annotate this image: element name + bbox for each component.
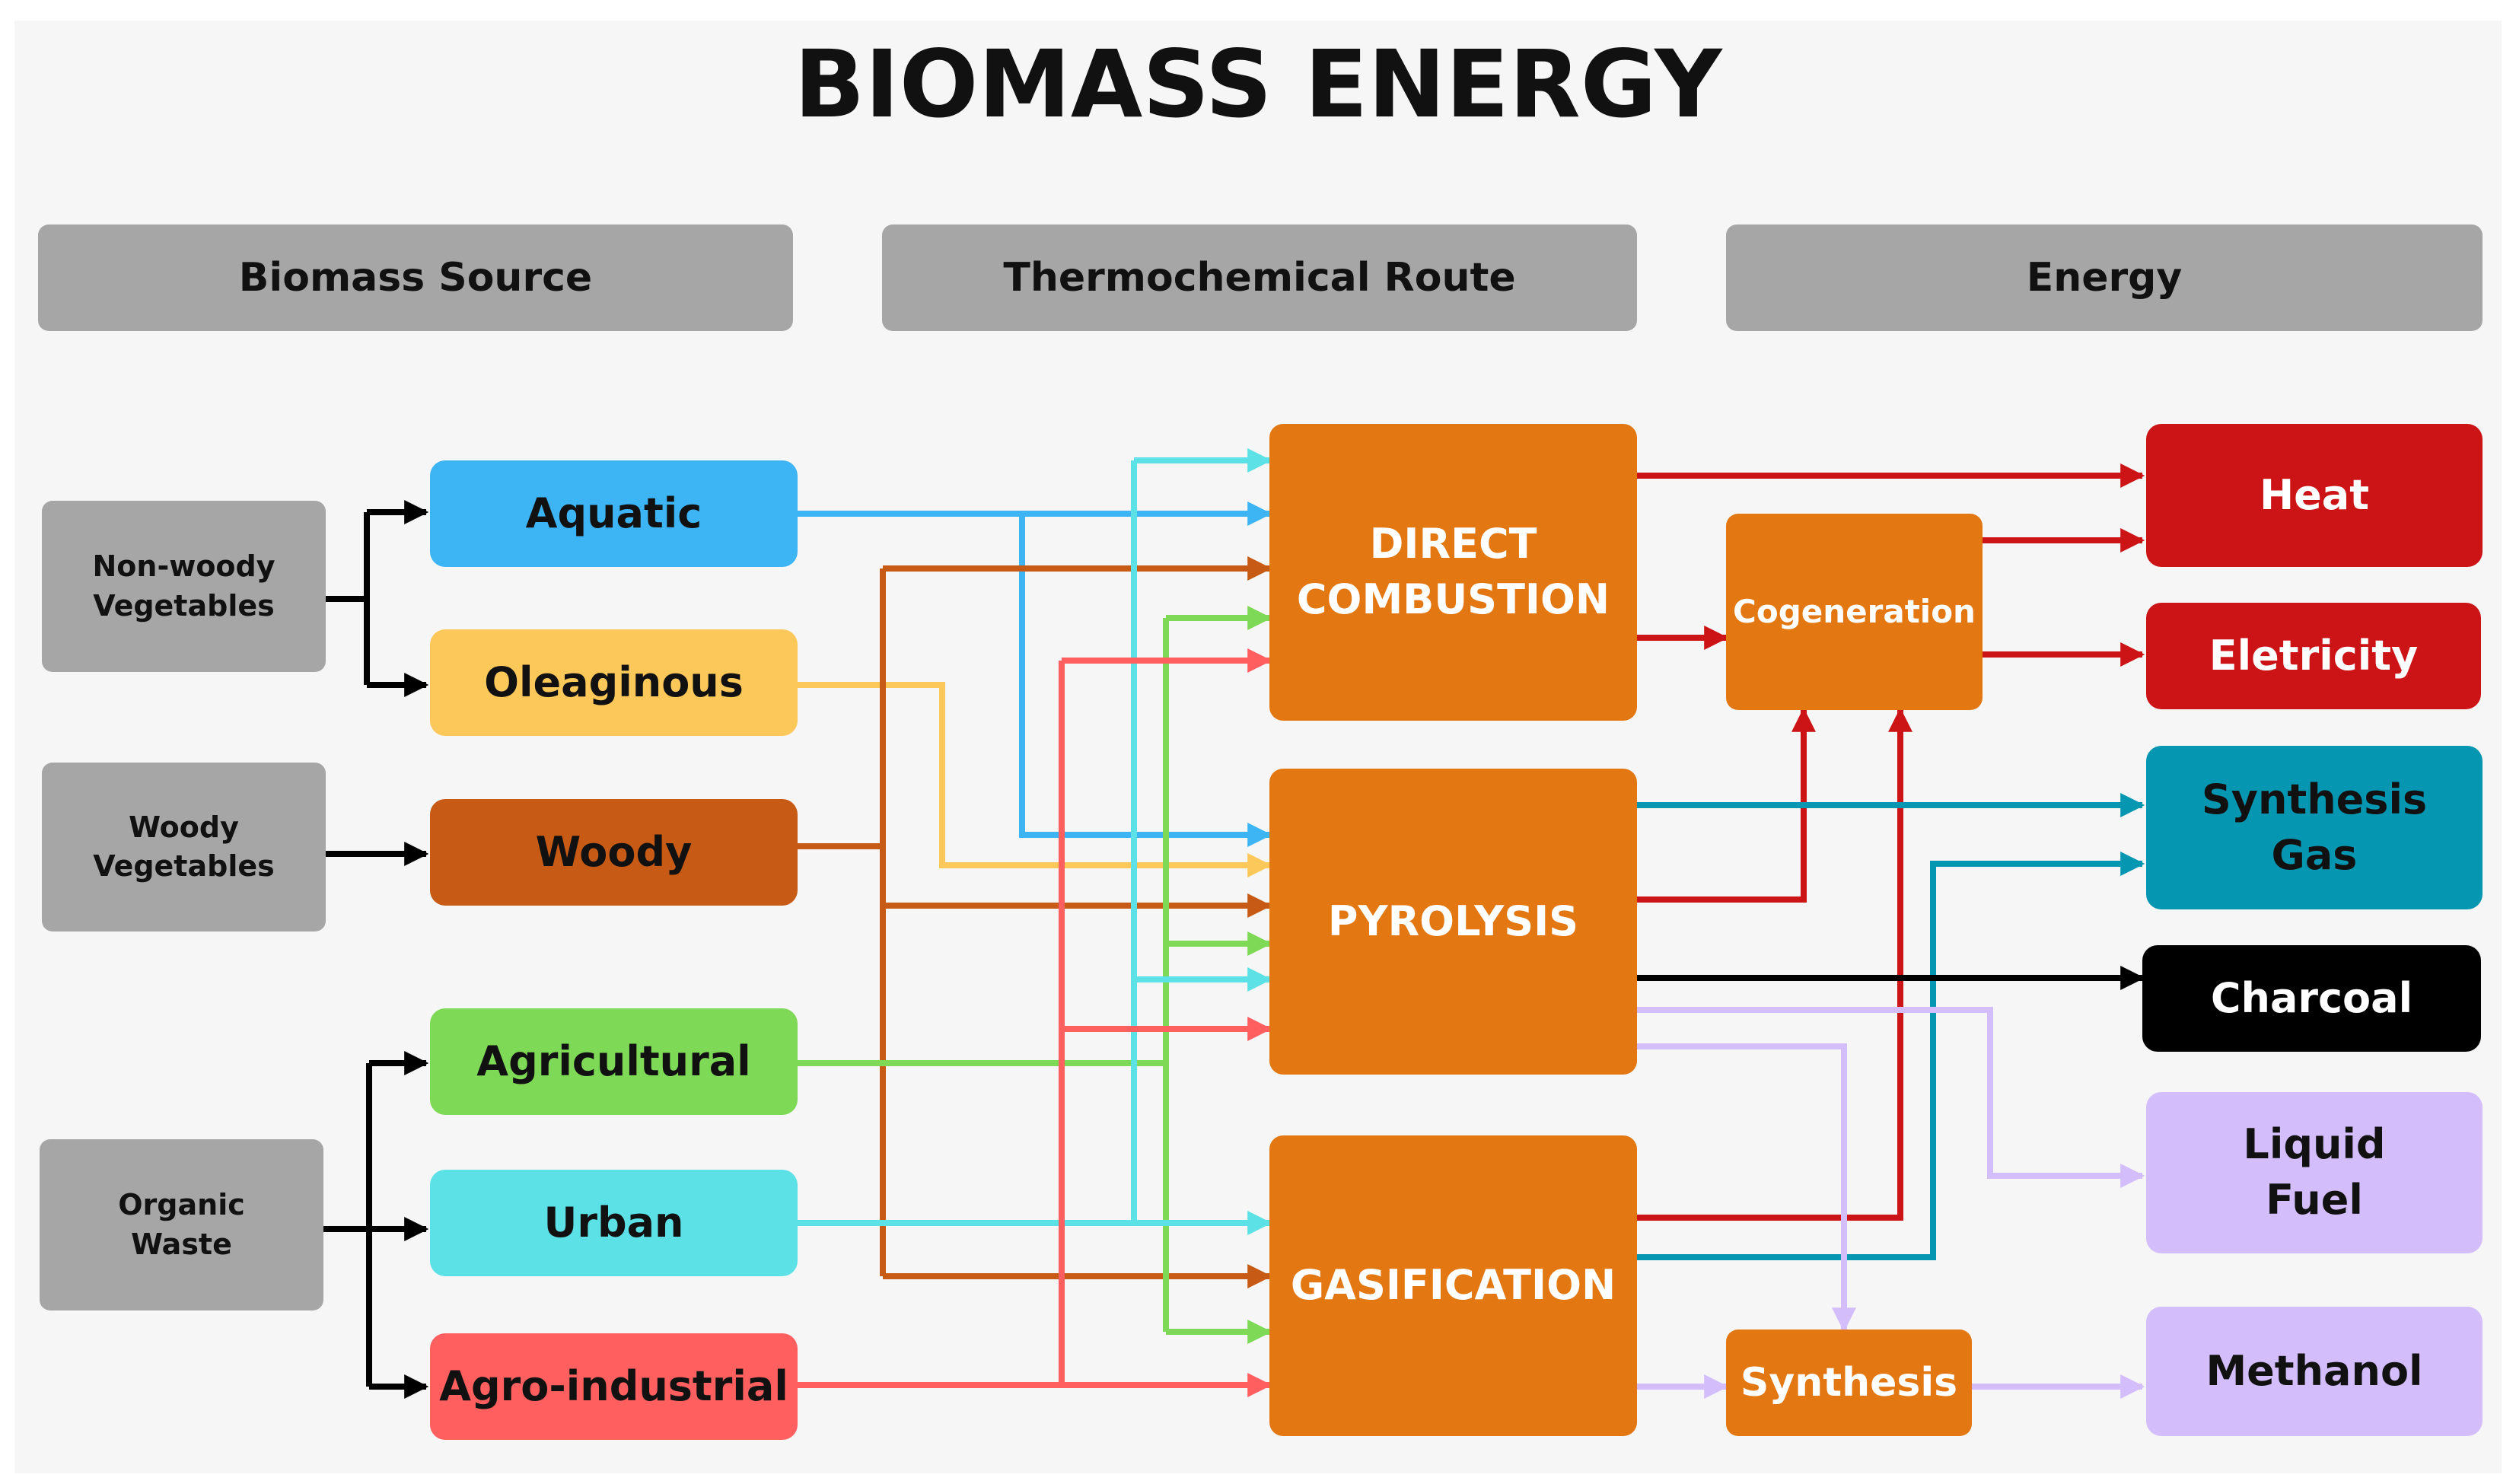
woody-connectors <box>798 556 1272 1288</box>
energy-heat: Heat <box>2146 424 2483 567</box>
source-oleaginous: Oleaginous <box>430 629 798 736</box>
synthesis-box: Synthesis <box>1726 1330 1972 1436</box>
process-pyrolysis: PYROLYSIS <box>1269 769 1637 1075</box>
liquid-fuel-connectors <box>1637 1007 2145 1399</box>
process-gasification: GASIFICATION <box>1269 1135 1637 1436</box>
cogeneration-box: Cogeneration <box>1726 514 1983 710</box>
source-aquatic: Aquatic <box>430 460 798 567</box>
header-energy: Energy <box>1726 225 2483 331</box>
heat-connectors <box>1637 463 2145 1221</box>
oleaginous-connectors <box>798 682 1272 877</box>
aquatic-connectors <box>798 502 1272 847</box>
energy-methanol: Methanol <box>2146 1307 2483 1436</box>
urban-connectors <box>798 448 1272 1235</box>
group-non-woody-vegetables: Non-woody Vegetables <box>42 501 326 672</box>
source-agro-industrial: Agro-industrial <box>430 1333 798 1440</box>
header-thermochemical-route: Thermochemical Route <box>882 225 1637 331</box>
energy-electricity: Eletricity <box>2146 603 2481 709</box>
energy-liquid-fuel: Liquid Fuel <box>2146 1092 2483 1253</box>
header-biomass-source: Biomass Source <box>38 225 793 331</box>
group-brackets <box>323 500 426 1399</box>
source-agricultural: Agricultural <box>430 1008 798 1115</box>
page-title: BIOMASS ENERGY <box>794 30 1722 139</box>
agro-connectors <box>798 648 1272 1397</box>
group-organic-waste: Organic Waste <box>40 1139 323 1310</box>
agricultural-connectors <box>798 606 1272 1344</box>
source-woody: Woody <box>430 799 798 906</box>
synthesis-gas-connectors <box>1637 793 2145 1260</box>
group-woody-vegetables: Woody Vegetables <box>42 763 326 931</box>
energy-charcoal: Charcoal <box>2142 945 2481 1052</box>
source-urban: Urban <box>430 1170 798 1276</box>
energy-synthesis-gas: Synthesis Gas <box>2146 746 2483 909</box>
process-direct-combustion: DIRECT COMBUSTION <box>1269 424 1637 721</box>
